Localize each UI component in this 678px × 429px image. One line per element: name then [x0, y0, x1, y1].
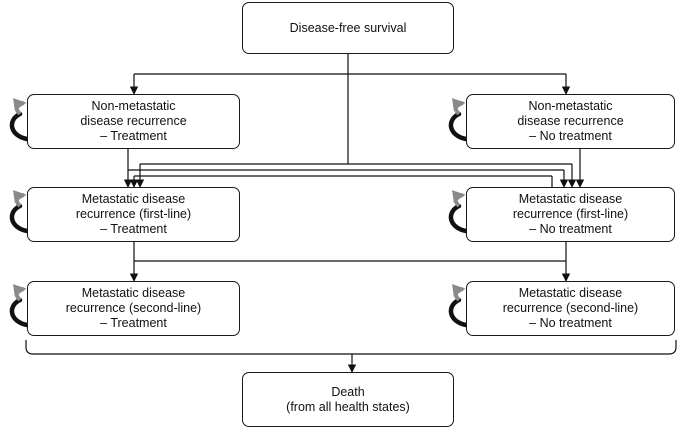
node-non-metastatic-treatment: Non-metastatic disease recurrence – Trea…	[27, 94, 240, 149]
node-label: Metastatic disease recurrence (second-li…	[502, 286, 639, 330]
dfs-branches	[129, 54, 577, 188]
self-loop-m2-treat	[9, 284, 30, 328]
node-disease-free-survival: Disease-free survival	[242, 2, 454, 54]
self-loop-m1-treat	[9, 190, 30, 234]
self-loop-m2-notreat	[448, 284, 469, 328]
node-label: Metastatic disease recurrence (first-lin…	[75, 192, 192, 236]
self-loop-nm-treat	[9, 98, 30, 142]
nm-treat-branches	[123, 149, 569, 188]
node-metastatic-second-line-treatment: Metastatic disease recurrence (second-li…	[27, 281, 240, 336]
node-label: Non-metastatic disease recurrence – No t…	[517, 99, 624, 143]
nm-notreat-branches	[129, 149, 585, 188]
self-loop-nm-notreat	[448, 98, 469, 142]
node-death: Death (from all health states)	[242, 372, 454, 427]
node-metastatic-second-line-no-treatment: Metastatic disease recurrence (second-li…	[466, 281, 675, 336]
node-label: Metastatic disease recurrence (first-lin…	[512, 192, 629, 236]
node-metastatic-first-line-no-treatment: Metastatic disease recurrence (first-lin…	[466, 187, 675, 242]
node-metastatic-first-line-treatment: Metastatic disease recurrence (first-lin…	[27, 187, 240, 242]
death-bracket	[25, 340, 677, 373]
node-non-metastatic-no-treatment: Non-metastatic disease recurrence – No t…	[466, 94, 675, 149]
self-loop-m1-notreat	[448, 190, 469, 234]
node-label: Death (from all health states)	[286, 384, 410, 414]
node-label: Non-metastatic disease recurrence – Trea…	[80, 99, 187, 143]
m1-branches	[129, 242, 571, 282]
self-loop-arrows	[9, 98, 469, 328]
node-label: Disease-free survival	[289, 20, 407, 35]
node-label: Metastatic disease recurrence (second-li…	[65, 286, 202, 330]
